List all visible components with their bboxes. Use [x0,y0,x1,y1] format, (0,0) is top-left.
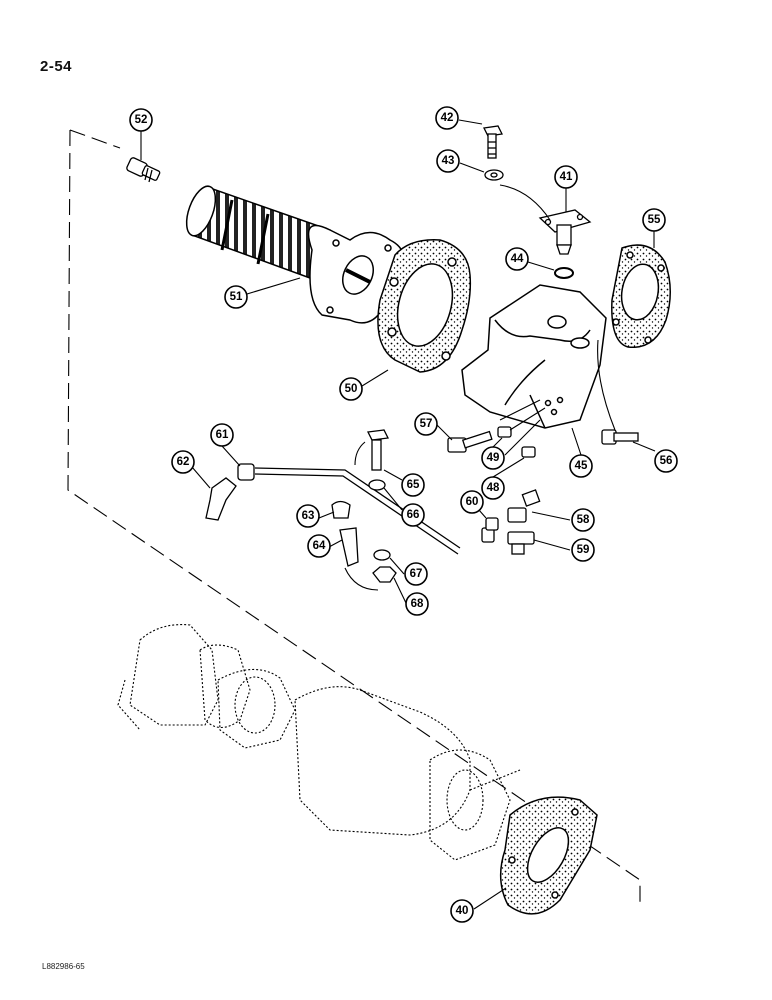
callout-62-label: 62 [177,456,190,468]
callout-51-label: 51 [230,291,243,303]
callout-68-label: 68 [411,598,424,610]
callout-48-label: 48 [487,482,500,494]
callout-57: 57 [414,412,438,436]
callout-68: 68 [405,592,429,616]
callout-63-label: 63 [302,510,315,522]
callout-67: 67 [404,562,428,586]
callout-61: 61 [210,423,234,447]
callout-45-label: 45 [575,460,588,472]
gasket-40 [499,796,598,915]
plug-48 [521,446,536,458]
washer-67 [373,549,391,561]
callout-45: 45 [569,454,593,478]
callout-50-label: 50 [345,383,358,395]
callout-42: 42 [435,106,459,130]
callout-40: 40 [450,899,474,923]
callout-63: 63 [296,504,320,528]
callout-55-label: 55 [648,214,661,226]
callout-59: 59 [571,538,595,562]
plug-49 [497,426,512,438]
filter-housing-45 [461,284,607,429]
callout-62: 62 [171,450,195,474]
callout-41-label: 41 [560,171,573,183]
callout-65: 65 [401,473,425,497]
callout-61-label: 61 [216,429,229,441]
nut-68 [372,566,397,583]
callout-59-label: 59 [577,544,590,556]
document-code: L882986-65 [42,962,85,971]
callout-60: 60 [460,490,484,514]
callout-44-label: 44 [511,253,524,265]
callout-66-label: 66 [407,509,420,521]
callout-67-label: 67 [410,568,423,580]
bracket-64 [339,527,359,567]
dashed-boundary [67,129,641,905]
callout-64: 64 [307,534,331,558]
fitting-60 [485,517,499,531]
callout-43: 43 [436,149,460,173]
callout-48: 48 [481,476,505,500]
filter-element-51 [185,185,405,324]
callout-51: 51 [224,285,248,309]
callout-60-label: 60 [466,496,479,508]
callout-52: 52 [129,108,153,132]
callout-58: 58 [571,508,595,532]
bolt-65 [367,429,389,471]
leader-lines [140,119,656,910]
callout-42-label: 42 [441,112,454,124]
bolt-56 [601,429,639,445]
bolt-42 [483,125,503,159]
callout-44: 44 [505,247,529,271]
page-number: 2-54 [40,58,73,75]
callout-65-label: 65 [407,479,420,491]
washer-43 [484,169,504,181]
callout-43-label: 43 [442,155,455,167]
elbow-62 [205,477,237,521]
callout-41: 41 [554,165,578,189]
washer-66 [368,479,386,491]
callout-56-label: 56 [660,455,673,467]
elbow-fitting-52 [126,157,161,183]
callout-56: 56 [654,449,678,473]
callout-66: 66 [401,503,425,527]
callout-49-label: 49 [487,452,500,464]
callout-49: 49 [481,446,505,470]
callout-55: 55 [642,208,666,232]
axle-housing-outline [117,624,521,861]
bolt-57 [447,430,493,453]
elbow-59 [507,531,535,555]
fitting-58 [507,489,541,523]
gasket-50 [377,239,472,373]
callout-50: 50 [339,377,363,401]
gasket-55 [611,244,671,348]
callout-64-label: 64 [313,540,326,552]
tube-61 [237,463,495,555]
callout-57-label: 57 [420,418,433,430]
clamp-63 [331,500,351,519]
callout-58-label: 58 [577,514,590,526]
callout-52-label: 52 [135,114,148,126]
tube-flange-41 [538,209,592,255]
callout-40-label: 40 [456,905,469,917]
o-ring-44 [554,267,574,279]
